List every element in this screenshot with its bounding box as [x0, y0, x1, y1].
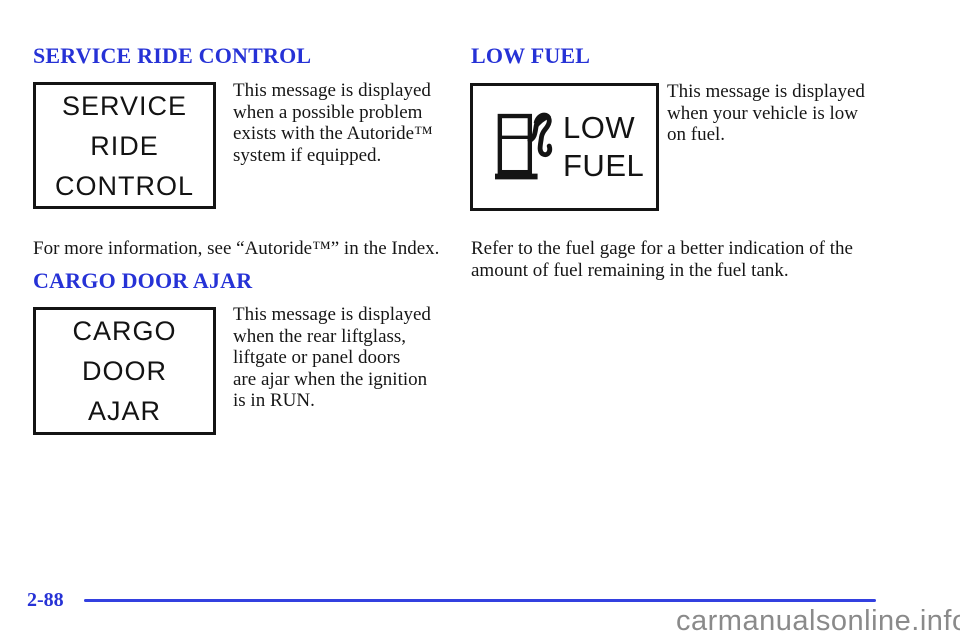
low-fuel-message-box: LOW FUEL [470, 83, 659, 211]
low-fuel-heading: LOW FUEL [471, 43, 591, 68]
service-ride-control-description: This message is displayed when a possibl… [233, 80, 433, 166]
low-fuel-description: This message is displayed when your vehi… [667, 81, 865, 145]
cargo-door-ajar-description: This message is displayed when the rear … [233, 304, 431, 411]
fuel-pump-icon [495, 107, 555, 187]
cargo-door-ajar-heading: CARGO DOOR AJAR [33, 268, 253, 293]
service-ride-control-note: For more information, see “Autoride™” in… [33, 238, 440, 259]
low-fuel-note: Refer to the fuel gage for a better indi… [471, 238, 853, 281]
watermark-text: carmanualsonline.info [676, 605, 960, 637]
service-ride-control-heading: SERVICE RIDE CONTROL [33, 43, 312, 68]
service-ride-control-message-text: SERVICE RIDE CONTROL [54, 90, 194, 201]
low-fuel-message-text: LOW FUEL [563, 110, 645, 183]
page-number: 2-88 [27, 589, 64, 611]
footer-rule [84, 599, 876, 602]
service-ride-control-message-box: SERVICE RIDE CONTROL [33, 82, 216, 209]
cargo-door-ajar-message-text: CARGO DOOR AJAR [72, 316, 177, 426]
cargo-door-ajar-message-box: CARGO DOOR AJAR [33, 307, 216, 435]
